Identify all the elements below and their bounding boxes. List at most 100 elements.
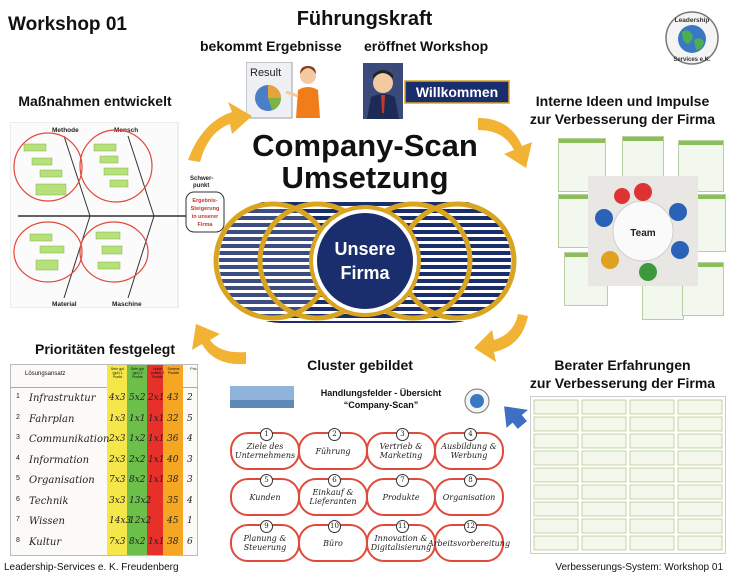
berater-card <box>581 535 627 551</box>
cluster-item-label: Ausbildung & Werbung <box>441 442 497 460</box>
berater-card <box>581 518 627 534</box>
berater-card <box>533 535 579 551</box>
cluster-item-label: Büro <box>323 538 343 548</box>
prio-header-col: Sehr gut (gut) 1 Punkt <box>110 367 125 379</box>
prio-row-prio: 3 <box>187 475 193 485</box>
berater-card <box>629 416 675 432</box>
massnahmen-heading: Maßnahmen entwickelt <box>18 93 172 109</box>
fuehrungskraft-title: Führungskraft <box>296 8 433 30</box>
col-yellow <box>107 365 127 555</box>
prio-row-a: 7x3 <box>109 475 126 485</box>
berater-card <box>677 450 723 466</box>
prio-row-prio: 4 <box>187 495 193 506</box>
berater-heading-1: Berater Erfahrungen <box>554 357 691 373</box>
cluster-banner <box>230 386 294 408</box>
berater-card <box>677 467 723 483</box>
leadership-logo: Leadership Services e.K. <box>664 10 720 66</box>
berater-card <box>677 433 723 449</box>
berater-card <box>629 433 675 449</box>
arrow-top-right <box>478 118 532 168</box>
berater-card <box>677 416 723 432</box>
prio-row-label: Kultur <box>29 536 62 548</box>
cluster-item-number: 12 <box>464 520 477 533</box>
schwerpunkt-1: Schwer- <box>190 176 213 182</box>
cluster-item-label: Kunden <box>249 492 281 502</box>
interne-heading-2: zur Verbesserung der Firma <box>529 111 716 127</box>
prio-header-col: Leicht (mittel) 3 Punkte <box>150 367 165 379</box>
team-table: Team <box>588 176 698 286</box>
col-green <box>127 365 147 555</box>
prio-row-c: 1x1 <box>148 434 165 444</box>
team-label: Team <box>630 228 655 239</box>
prio-row-c: 1x1 <box>148 413 165 424</box>
cluster-subheading-1: Handlungsfelder - Übersicht <box>320 388 442 398</box>
prio-row-a: 1x3 <box>109 413 126 424</box>
berater-card <box>629 450 675 466</box>
prio-row-sum: 45 <box>167 516 179 526</box>
prio-row-index: 5 <box>16 475 20 482</box>
cluster-heading: Cluster gebildet <box>307 357 413 373</box>
prio-row-sum: 36 <box>167 434 179 444</box>
fishbone-diagram: Methode Mensch Material Maschine Schwer-… <box>9 121 226 309</box>
core-line2: Firma <box>340 263 390 283</box>
prio-row-sum: 38 <box>167 536 179 547</box>
prio-row-c: 1x1 <box>148 454 165 465</box>
company-scan-title: Company-Scan <box>252 128 478 163</box>
ergebnisse-subtitle: bekommt Ergebnisse <box>200 38 342 54</box>
prio-row-index: 6 <box>16 495 20 503</box>
logo-top-text: Leadership <box>675 17 710 24</box>
flow-arrows <box>188 102 532 365</box>
footer-left: Leadership-Services e. K. Freudenberg <box>4 562 179 573</box>
cluster-item-number: 6 <box>328 474 341 487</box>
berater-card <box>581 433 627 449</box>
cluster-item-label: Arbeitsvorbereitung <box>427 538 511 548</box>
berater-card <box>533 433 579 449</box>
prio-row-prio: 3 <box>187 454 193 465</box>
prio-row-index: 8 <box>16 536 20 544</box>
prio-row-a: 2x3 <box>109 434 126 444</box>
cluster-item-number: 5 <box>260 474 273 487</box>
berater-card <box>533 518 579 534</box>
cluster-item-label: Planung & Steuerung <box>243 534 287 552</box>
footer-right: Verbesserungs-System: Workshop 01 <box>555 562 723 573</box>
prio-row-label: Information <box>29 454 90 466</box>
prio-row-sum: 35 <box>167 495 179 506</box>
prio-row-b: 1x1 <box>129 413 146 424</box>
col-orange <box>163 365 183 555</box>
berater-card <box>677 518 723 534</box>
prio-row-label: Wissen <box>29 516 65 527</box>
prio-row-b: 13x2 <box>129 495 152 506</box>
prio-header-col: Prio <box>190 367 197 371</box>
col-red <box>147 365 163 555</box>
interne-heading-1: Interne Ideen und Impulse <box>535 93 710 109</box>
berater-card <box>629 501 675 517</box>
berater-card <box>677 501 723 517</box>
berater-card <box>581 416 627 432</box>
workshop-title: Workshop 01 <box>8 14 127 35</box>
prio-row-b: 1x2 <box>129 434 146 444</box>
berater-card <box>533 501 579 517</box>
logo-bottom-text: Services e.K. <box>673 57 711 63</box>
berater-card <box>581 501 627 517</box>
berater-card <box>533 399 579 415</box>
prio-row-sum: 43 <box>167 393 179 403</box>
target-3: in unserer <box>192 214 219 220</box>
eroeffnet-subtitle: eröffnet Workshop <box>364 38 489 54</box>
team-cards-graphic: Team <box>558 136 726 320</box>
cluster-item-label: Einkauf & Lieferanten <box>309 488 357 506</box>
prio-row-a: 3x3 <box>109 495 126 506</box>
cluster-item-label: Ziele des Unternehmens <box>234 442 296 460</box>
prio-row-b: 8x2 <box>129 536 146 547</box>
fishbone-mensch: Mensch <box>114 127 138 134</box>
arrow-blue-small <box>504 406 528 429</box>
prio-row-prio: 5 <box>187 413 193 424</box>
cluster-item-number: 4 <box>464 428 477 441</box>
